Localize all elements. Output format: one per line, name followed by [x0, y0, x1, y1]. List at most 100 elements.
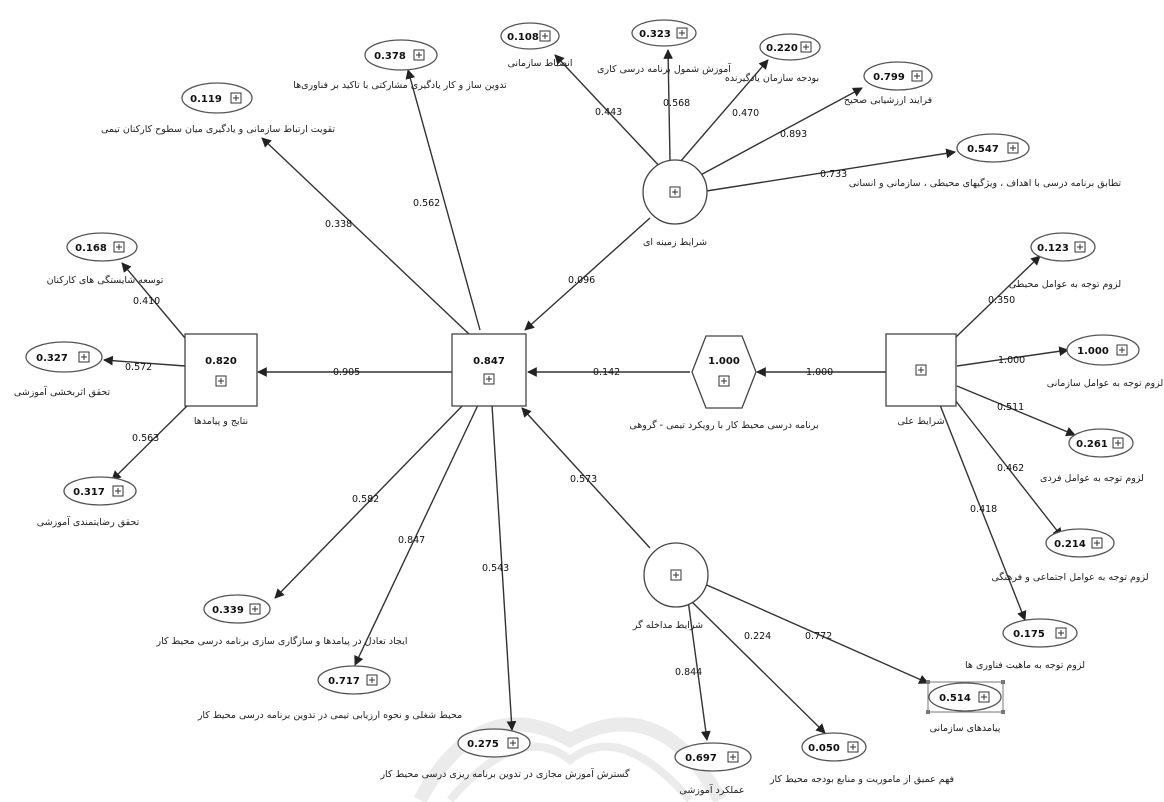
- indicator-label: لزوم توجه به عوامل فردی: [1040, 473, 1144, 484]
- coef-label: 0.338: [325, 219, 352, 230]
- indicator-value: 0.175: [1013, 629, 1045, 640]
- construct-value: 0.847: [473, 356, 505, 367]
- indicator-node[interactable]: 0.317 تحقق رضایتمندی آموزشی: [37, 476, 140, 528]
- indicator-node[interactable]: 0.327 تحقق اثربخشی آموزشی: [14, 341, 111, 398]
- indicator-node[interactable]: 1.000 لزوم توجه به عوامل سازمانی: [1047, 334, 1163, 389]
- indicator-label: لزوم توجه به عوامل سازمانی: [1047, 378, 1163, 389]
- indicator-value: 0.799: [873, 72, 905, 83]
- indicator-value: 0.697: [685, 753, 717, 764]
- indicator-label: عملکرد آموزشی: [679, 783, 744, 796]
- indicator-value: 0.317: [73, 487, 105, 498]
- indicator-node[interactable]: 0.175 لزوم توجه به ماهیت فناوری ها: [965, 618, 1085, 671]
- construct-label: نتایج و پیامدها: [194, 416, 248, 427]
- indicator-value: 1.000: [1077, 346, 1109, 357]
- indicator-value: 0.261: [1076, 439, 1108, 450]
- indicator-value: 0.323: [639, 29, 671, 40]
- intervening-construct[interactable]: شرایط مداخله گر: [632, 542, 709, 631]
- indicator-label: فهم عمیق از ماموریت و منابع بودجه محیط ک…: [769, 774, 954, 785]
- indicator-label: تحقق رضایتمندی آموزشی: [37, 515, 140, 528]
- coef-label: 0.443: [595, 107, 622, 118]
- indicator-value: 0.339: [212, 605, 244, 616]
- indicator-node[interactable]: 0.220 بودجه سازمان یادگیرنده: [725, 33, 821, 84]
- indicator-value: 0.050: [808, 743, 840, 754]
- central-coefs: 0.562 0.338 0.582 0.847 0.543: [325, 198, 509, 574]
- indicator-node[interactable]: 0.119 تقویت ارتباط سازمانی و یادگیری میا…: [101, 82, 335, 135]
- indicator-label: لزوم توجه به عوامل اجتماعی و فرهنگی: [991, 571, 1148, 583]
- outcome-coefs: 0.410 0.572 0.563: [125, 296, 160, 444]
- coef-label: 0.582: [352, 494, 379, 505]
- central-edges: [261, 69, 517, 731]
- indicator-node[interactable]: 0.123 لزوم توجه به عوامل محیطی: [1009, 232, 1121, 290]
- indicator-node[interactable]: 0.168 توسعه شایستگی های کارکنان: [47, 232, 164, 286]
- coef-label: 0.543: [482, 563, 509, 574]
- causal-construct[interactable]: شرایط علی: [885, 333, 957, 427]
- intervening-coefs: 0.844 0.224 0.772: [675, 631, 832, 678]
- coef-label: 0.562: [413, 198, 440, 209]
- indicator-node[interactable]: 0.261 لزوم توجه به عوامل فردی: [1040, 428, 1144, 484]
- indicator-node[interactable]: 0.339 ایجاد تعادل در پیامدها و سازگاری س…: [156, 594, 408, 647]
- indicator-label: ایجاد تعادل در پیامدها و سازگاری سازی بر…: [156, 635, 408, 647]
- coef-label: 0.733: [820, 169, 847, 180]
- indicator-label: آموزش شمول برنامه درسی کاری: [597, 62, 731, 75]
- context-edges: [554, 49, 956, 193]
- indicator-node[interactable]: 0.547 تطابق برنامه درسی با اهداف ، ویژگی…: [849, 133, 1122, 189]
- coef-label: 0.224: [744, 631, 771, 642]
- indicator-node[interactable]: 0.697 عملکرد آموزشی: [674, 742, 752, 796]
- causal-edges: [939, 255, 1076, 621]
- indicator-value: 0.214: [1054, 539, 1086, 550]
- indicator-label: فرایند ارزشیابی صحیح: [844, 95, 932, 106]
- indicator-label: لزوم توجه به ماهیت فناوری ها: [965, 660, 1085, 671]
- indicator-node[interactable]: 0.275 گسترش آموزش مجازی در تدوین برنامه …: [379, 728, 630, 780]
- mediator-construct[interactable]: 1.000 برنامه درسی محیط کار با رویکرد تیم…: [629, 335, 819, 431]
- central-construct[interactable]: 0.847: [451, 333, 527, 407]
- coef-label: 0.462: [997, 463, 1024, 474]
- construct-value: 0.820: [205, 356, 237, 367]
- construct-label: شرایط علی: [897, 416, 944, 427]
- indicator-label: تقویت ارتباط سازمانی و یادگیری میان سطوح…: [101, 123, 335, 135]
- indicator-label: بودجه سازمان یادگیرنده: [725, 72, 819, 84]
- indicator-node[interactable]: 0.050 فهم عمیق از ماموریت و منابع بودجه …: [769, 732, 954, 785]
- context-construct[interactable]: شرایط زمینه ای: [642, 159, 708, 248]
- indicator-node[interactable]: 0.799 فرایند ارزشیابی صحیح: [844, 61, 933, 106]
- indicator-node[interactable]: 0.378 تدوین ساز و کار یادگیری مشارکتی با…: [293, 39, 507, 91]
- indicator-label: تحقق اثربخشی آموزشی: [14, 385, 111, 398]
- indicator-value: 0.123: [1037, 243, 1069, 254]
- construct-label: برنامه درسی محیط کار با رویکرد تیمی - گر…: [629, 419, 818, 431]
- coef-label: 0.572: [125, 362, 152, 373]
- outcome-construct[interactable]: 0.820 نتایج و پیامدها: [184, 333, 258, 427]
- indicator-label: گسترش آموزش مجازی در تدوین برنامه ریزی د…: [379, 767, 630, 780]
- indicator-label: پیامدهای سازمانی: [930, 723, 1001, 734]
- indicator-node[interactable]: 0.323 آموزش شمول برنامه درسی کاری: [597, 19, 731, 75]
- indicator-node[interactable]: 0.108 انضباط سازمانی: [500, 22, 573, 69]
- coef-label: 1.000: [998, 355, 1025, 366]
- indicator-value: 0.547: [967, 144, 999, 155]
- indicator-value: 0.327: [36, 353, 68, 364]
- indicator-value: 0.168: [75, 243, 107, 254]
- coef-label: 0.844: [675, 667, 702, 678]
- path-coef: 1.000: [806, 367, 833, 378]
- coef-label: 0.350: [988, 295, 1015, 306]
- indicator-label: محیط شغلی و نحوه ارزیابی تیمی در تدوین ب…: [197, 710, 462, 721]
- path-coef: 0.142: [593, 367, 620, 378]
- coef-label: 0.563: [132, 433, 159, 444]
- path-context-central: [524, 217, 651, 331]
- coef-label: 0.470: [732, 108, 759, 119]
- causal-coefs: 0.350 1.000 0.511 0.462 0.418: [970, 295, 1025, 515]
- indicator-node[interactable]: 0.717 محیط شغلی و نحوه ارزیابی تیمی در ت…: [197, 665, 462, 721]
- construct-label: شرایط زمینه ای: [643, 237, 707, 248]
- construct-value: 1.000: [708, 356, 740, 367]
- coef-label: 0.418: [970, 504, 997, 515]
- context-coefs: 0.443 0.568 0.470 0.893 0.733: [595, 98, 847, 180]
- path-coef: 0.573: [570, 474, 597, 485]
- indicator-label: تدوین ساز و کار یادگیری مشارکتی با تاکید…: [293, 79, 507, 91]
- indicator-value: 0.275: [467, 739, 499, 750]
- indicator-node[interactable]: 0.214 لزوم توجه به عوامل اجتماعی و فرهنگ…: [991, 528, 1149, 583]
- path-coef: 0.096: [568, 275, 595, 286]
- coef-label: 0.772: [805, 631, 832, 642]
- indicator-value: 0.108: [507, 32, 539, 43]
- coef-label: 0.410: [133, 296, 160, 307]
- path-coef: 0.905: [333, 367, 360, 378]
- indicator-node-selected[interactable]: 0.514 پیامدهای سازمانی: [926, 680, 1005, 734]
- coef-label: 0.893: [780, 129, 807, 140]
